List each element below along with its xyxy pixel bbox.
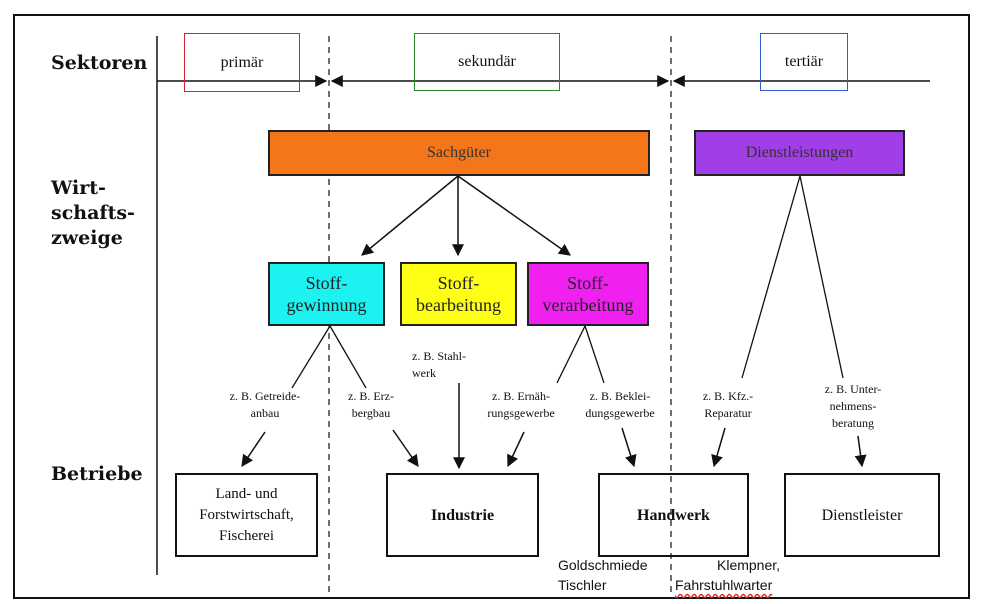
label-wirtschaftszweige: Wirt- schafts- zweige — [51, 177, 135, 249]
line-dienst-left — [741, 175, 801, 379]
example-kfz: z. B. Kfz.- Reparatur — [702, 389, 754, 420]
note-goldschmiede-tischler: Goldschmiede Tischler — [558, 557, 648, 593]
label-sektoren: Sektoren — [51, 52, 148, 74]
line-verarbeitung-right — [584, 325, 605, 384]
line-verarbeitung-left — [556, 325, 586, 384]
enterprise-handwerk-box: Handwerk — [598, 473, 749, 557]
sector-primaer-box: primär — [184, 33, 300, 92]
line-gewinnung-left — [291, 325, 331, 389]
arrow-getreide-land — [241, 431, 266, 467]
arrow-sachgueter-verarbeitung — [457, 175, 571, 256]
line-dienst-right — [799, 175, 844, 379]
outer-frame — [13, 14, 970, 599]
example-stahlwerk: z. B. Stahl- werk — [412, 349, 466, 380]
arrow-sachgueter-gewinnung — [361, 175, 459, 256]
arrow-kfz-handwerk — [711, 427, 726, 468]
category-stoffgewinnung-box: Stoff- gewinnung — [268, 262, 385, 326]
sector-sekundaer-box: sekundär — [414, 33, 560, 91]
category-stoffbearbeitung-box: Stoff- bearbeitung — [400, 262, 517, 326]
enterprise-land-box: Land- und Forstwirtschaft, Fischerei — [175, 473, 318, 557]
enterprise-industrie-box: Industrie — [386, 473, 539, 557]
sector-tertiaer-box: tertiär — [760, 33, 848, 91]
example-erzbergbau: z. B. Erz- bergbau — [348, 389, 394, 420]
line-gewinnung-right — [329, 325, 367, 389]
enterprise-dienstleister-box: Dienstleister — [784, 473, 940, 557]
note-fahrstuhlwarter: Fahrstuhlwarter — [675, 577, 773, 593]
example-beratung: z. B. Unter- nehmens- beratung — [824, 382, 882, 430]
example-getreideanbau: z. B. Getreide- anbau — [229, 389, 301, 420]
arrow-beratung-dienstleister — [854, 435, 867, 468]
branch-dienstleistungen-box: Dienstleistungen — [694, 130, 905, 176]
arrow-ernaehrung-industrie — [507, 431, 525, 468]
branch-sachgueter-box: Sachgüter — [268, 130, 650, 176]
arrow-erz-industrie — [392, 429, 419, 467]
category-stoffverarbeitung-box: Stoff- verarbeitung — [527, 262, 649, 326]
note-klempner: Klempner, — [717, 557, 781, 573]
arrow-bekleidung-handwerk — [621, 427, 637, 468]
example-bekleidung: z. B. Beklei- dungsgewerbe — [585, 389, 655, 420]
example-ernaehrung: z. B. Ernäh- rungsgewerbe — [487, 389, 555, 420]
label-betriebe: Betriebe — [51, 463, 143, 485]
